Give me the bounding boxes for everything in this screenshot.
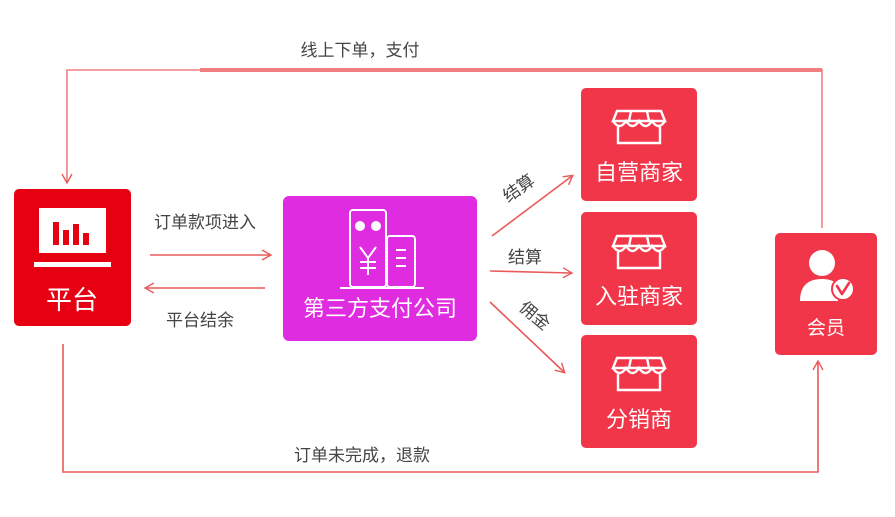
node-label-self-merchant: 自营商家 bbox=[595, 161, 683, 186]
edge-settle-settled: 结算 bbox=[489, 248, 574, 279]
edge-label-order-payment-in: 订单款项进入 bbox=[154, 213, 256, 233]
edge-label-refund: 订单未完成，退款 bbox=[294, 446, 430, 466]
node-label-payment: 第三方支付公司 bbox=[303, 297, 457, 322]
edge-settle-self: 结算 bbox=[491, 171, 574, 237]
node-label-member: 会员 bbox=[807, 317, 845, 339]
node-label-distributor: 分销商 bbox=[606, 408, 672, 433]
node-settled-merchant: 入驻商家 bbox=[581, 212, 697, 325]
node-member: 会员 bbox=[775, 233, 877, 355]
node-self-merchant: 自营商家 bbox=[581, 88, 697, 201]
storefront-icon bbox=[611, 109, 667, 145]
edge-platform-balance: 平台结余 bbox=[143, 282, 265, 331]
edge-online-order: 线上下单，支付 bbox=[61, 41, 823, 228]
storefront-icon bbox=[611, 234, 667, 270]
edge-label-settle-self: 结算 bbox=[499, 171, 538, 207]
node-label-settled-merchant: 入驻商家 bbox=[595, 285, 683, 310]
node-distributor: 分销商 bbox=[581, 335, 697, 448]
edge-order-payment-in: 订单款项进入 bbox=[150, 213, 273, 261]
edge-label-online-order: 线上下单，支付 bbox=[301, 41, 420, 61]
node-platform: 平台 bbox=[14, 189, 131, 326]
edge-label-settle-settled: 结算 bbox=[508, 248, 542, 268]
storefront-icon bbox=[611, 356, 667, 392]
edge-refund: 订单未完成，退款 bbox=[62, 344, 824, 473]
bar-chart-monitor-icon bbox=[34, 208, 111, 267]
verified-user-icon bbox=[800, 250, 855, 301]
node-payment: 第三方支付公司 bbox=[283, 196, 477, 341]
yen-building-icon bbox=[340, 209, 424, 289]
edge-commission: 佣金 bbox=[489, 298, 566, 374]
node-label-platform: 平台 bbox=[46, 286, 98, 316]
edge-label-commission: 佣金 bbox=[515, 298, 554, 335]
edge-label-platform-balance: 平台结余 bbox=[166, 311, 234, 331]
